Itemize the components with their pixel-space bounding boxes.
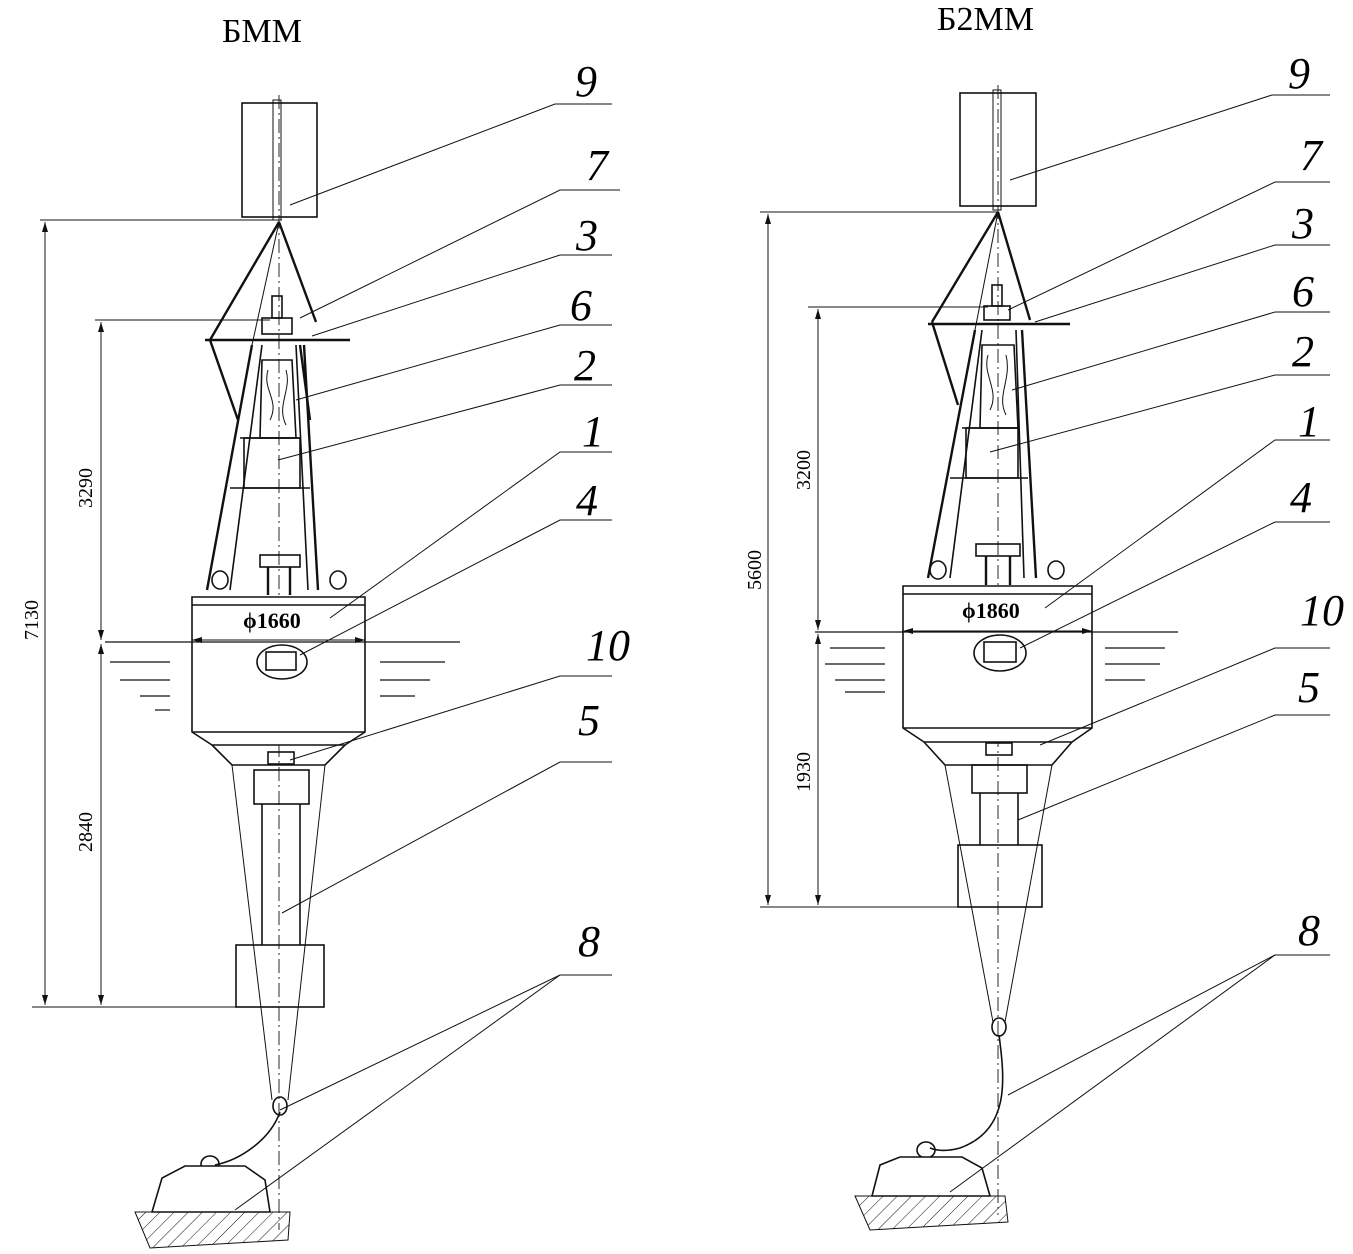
callout-6: 6 [570, 281, 592, 330]
callout-9: 9 [1288, 49, 1310, 98]
manhole-frame [983, 641, 1017, 663]
buoy-title: Б2ММ [937, 1, 1034, 38]
diameter-label: ϕ1660 [243, 608, 301, 633]
water-marks-right [380, 661, 445, 697]
manhole [973, 634, 1027, 672]
callout-1: 1 [1298, 397, 1320, 446]
diameter-label: ϕ1860 [962, 598, 1020, 623]
callout-9: 9 [575, 57, 597, 106]
buoy-bmm: БММ [21, 13, 630, 1249]
callout-5: 5 [578, 696, 600, 745]
top-brace-left [930, 211, 1000, 323]
water-marks-left [825, 647, 885, 693]
tower-inner-right [1015, 329, 1025, 579]
callout-8: 8 [1298, 906, 1320, 955]
callout-3: 3 [1291, 199, 1314, 248]
lifting-eye-left [929, 560, 947, 580]
topmark-mast [992, 89, 1002, 211]
callout-2: 2 [1292, 327, 1314, 376]
water-marks-left [110, 661, 170, 711]
tail-flange [253, 769, 310, 805]
dim-upper-label: 3200 [793, 450, 815, 490]
callout-1: 1 [582, 407, 604, 456]
topmark-mast [272, 99, 282, 221]
topmark-flag [241, 102, 318, 218]
seabed [134, 1211, 291, 1249]
light-detail [266, 369, 288, 426]
tower-leg-left [205, 344, 254, 591]
inner-brace-left [251, 221, 280, 346]
dim-lower-label: 2840 [75, 812, 97, 852]
lifting-eye-right [329, 570, 347, 590]
manhole [256, 644, 308, 680]
tower-inner-right [295, 344, 309, 591]
bridle-left [231, 764, 273, 1101]
tower-leg-left [926, 329, 977, 579]
anchor-block [150, 1165, 271, 1213]
side-brace-left [930, 321, 960, 406]
seabed [854, 1195, 1009, 1231]
callout-2: 2 [574, 341, 596, 390]
callout-5: 5 [1298, 663, 1320, 712]
battery-box [243, 437, 301, 489]
battery-box [965, 427, 1019, 479]
light-housing [259, 359, 297, 439]
dim-total-label: 5600 [744, 550, 766, 590]
mooring-chain [214, 1111, 281, 1166]
light-detail [986, 354, 1008, 416]
dim-upper-label: 3290 [75, 468, 97, 508]
counterweight [235, 944, 325, 1008]
hatch-cover [975, 543, 1021, 557]
counterweight [957, 844, 1043, 908]
anchor-eye [916, 1141, 936, 1159]
inner-brace-left [974, 211, 999, 331]
tower-leg-right [302, 344, 320, 591]
water-marks-right [1105, 647, 1165, 681]
tail-flange [971, 764, 1028, 794]
callout-3: 3 [575, 211, 598, 260]
buoy-title: БММ [222, 13, 302, 50]
bridle-left [944, 764, 994, 1023]
lifting-eye-left [211, 570, 229, 590]
callout-leaders [949, 94, 1330, 1193]
callout-7: 7 [586, 141, 610, 190]
part-10-block [985, 742, 1013, 756]
lantern [991, 284, 1003, 307]
tower-leg-right [1020, 329, 1038, 579]
tower-inner-left [229, 344, 263, 591]
bridle-right [287, 764, 326, 1101]
callout-8: 8 [578, 917, 600, 966]
dim-total-label: 7130 [21, 600, 43, 640]
callout-7: 7 [1300, 131, 1324, 180]
callout-6: 6 [1292, 267, 1314, 316]
manhole-frame [265, 651, 297, 671]
mooring-chain [929, 1034, 1004, 1152]
callout-10: 10 [586, 621, 630, 670]
hatch-cover [259, 554, 301, 568]
light-housing [979, 344, 1019, 429]
top-brace-left [208, 221, 281, 341]
lantern [271, 295, 283, 319]
callout-4: 4 [576, 476, 598, 525]
callout-10: 10 [1300, 586, 1344, 635]
callout-4: 4 [1290, 473, 1312, 522]
dim-lower-label: 1930 [793, 752, 815, 792]
lifting-eye-right [1047, 560, 1065, 580]
side-brace-left [208, 339, 240, 421]
lantern-base [983, 305, 1011, 321]
callout-leaders [234, 103, 620, 1211]
anchor-block [870, 1156, 992, 1197]
top-brace-right [277, 221, 318, 323]
part-10-block [267, 751, 295, 765]
shackle [272, 1096, 288, 1116]
bridle-right [1004, 764, 1053, 1023]
shackle [991, 1017, 1007, 1037]
buoy-b2mm: Б2ММ [744, 1, 1344, 1231]
hull-cone [211, 744, 346, 766]
